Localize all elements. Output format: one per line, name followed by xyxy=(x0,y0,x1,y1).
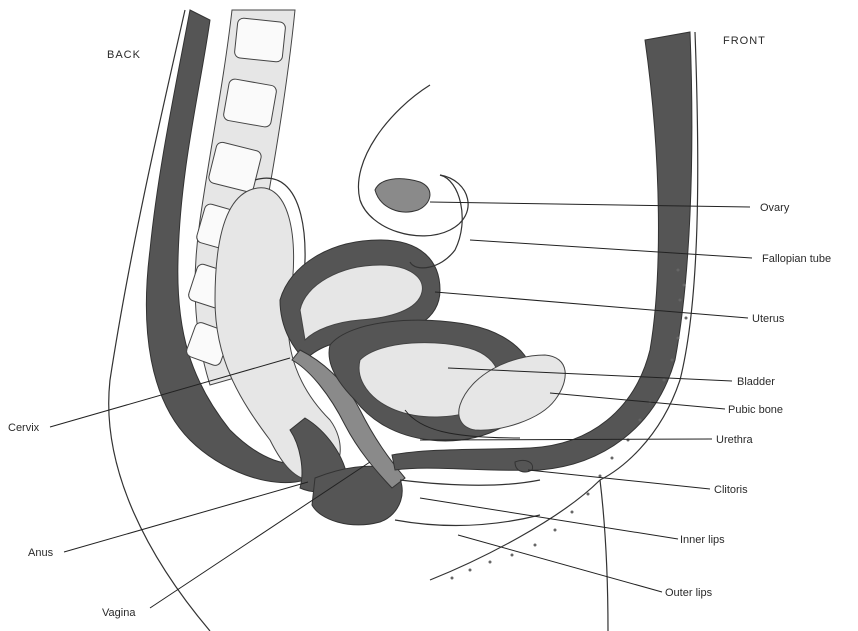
label-uterus: Uterus xyxy=(752,313,785,325)
label-urethra: Urethra xyxy=(716,434,754,446)
front-header: FRONT xyxy=(723,35,766,47)
inner-lips xyxy=(400,480,540,485)
label-clitoris: Clitoris xyxy=(714,484,748,496)
fallopian-tube xyxy=(358,85,468,236)
back-header: BACK xyxy=(107,49,141,61)
label-ovary: Ovary xyxy=(760,202,790,214)
label-fallopian-tube: Fallopian tube xyxy=(762,253,831,265)
label-outer-lips: Outer lips xyxy=(665,587,713,599)
label-cervix: Cervix xyxy=(8,422,40,434)
label-pubic-bone: Pubic bone xyxy=(728,404,783,416)
label-inner-lips: Inner lips xyxy=(680,534,725,546)
outer-lips xyxy=(395,515,540,525)
ovary xyxy=(375,179,430,212)
label-bladder: Bladder xyxy=(737,376,775,388)
front-leg-outline xyxy=(600,480,608,631)
label-vagina: Vagina xyxy=(102,607,136,619)
label-anus: Anus xyxy=(28,547,54,559)
